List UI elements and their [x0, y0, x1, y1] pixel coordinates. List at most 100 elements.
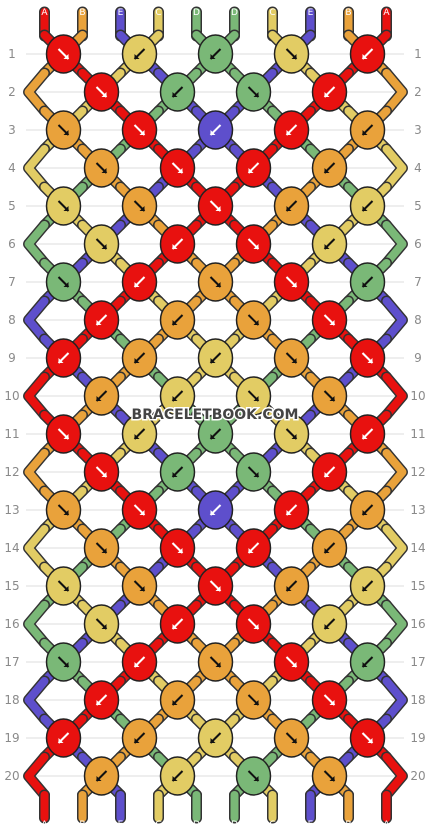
- knot: [349, 110, 386, 150]
- strand-label-bottom: C: [269, 820, 275, 830]
- knot: [349, 642, 386, 682]
- knot: [45, 186, 82, 226]
- row-number-left: 4: [8, 161, 16, 175]
- row-number-left: 18: [4, 693, 19, 707]
- arrowhead-icon: [172, 624, 178, 629]
- arrowhead-icon: [253, 624, 259, 629]
- arrowhead-icon: [177, 168, 183, 173]
- arrowhead-icon: [139, 130, 145, 135]
- arrowhead-icon: [253, 700, 259, 705]
- strand-label-bottom: E: [308, 820, 314, 830]
- arrowhead-icon: [63, 510, 69, 515]
- arrowhead-icon: [253, 92, 259, 97]
- thread-E: [24, 677, 49, 723]
- arrowhead-icon: [172, 472, 178, 477]
- arrowhead-icon: [324, 472, 330, 477]
- arrowhead-icon: [324, 624, 330, 629]
- arrowhead-icon: [63, 206, 69, 211]
- thread-E: [382, 297, 407, 343]
- arrowhead-icon: [367, 738, 373, 743]
- arrowhead-icon: [324, 244, 330, 249]
- row-number-left: 19: [4, 731, 19, 745]
- knot: [83, 376, 120, 416]
- arrowhead-icon: [101, 168, 107, 173]
- knot: [121, 718, 158, 758]
- knot: [45, 262, 82, 302]
- strand-label-top: C: [269, 8, 275, 18]
- arrowhead-icon: [291, 54, 297, 59]
- knot: [235, 300, 272, 340]
- knot: [235, 224, 272, 264]
- knot: [235, 148, 272, 188]
- arrowhead-icon: [210, 434, 216, 439]
- knot: [121, 642, 158, 682]
- arrowhead-icon: [253, 776, 259, 781]
- arrowhead-icon: [134, 282, 140, 287]
- knot: [159, 148, 196, 188]
- arrowhead-icon: [291, 738, 297, 743]
- row-number-left: 16: [4, 617, 19, 631]
- knot: [349, 262, 386, 302]
- knot: [197, 718, 234, 758]
- arrowhead-icon: [210, 738, 216, 743]
- knot: [83, 604, 120, 644]
- arrowhead-icon: [101, 624, 107, 629]
- row-number-right: 8: [414, 313, 422, 327]
- arrowhead-icon: [215, 662, 221, 667]
- row-number-right: 1: [414, 47, 422, 61]
- row-number-right: 7: [414, 275, 422, 289]
- strand-label-top: B: [345, 8, 351, 18]
- arrowhead-icon: [96, 776, 102, 781]
- row-number-right: 12: [410, 465, 425, 479]
- knot: [83, 528, 120, 568]
- strand-label-top: B: [79, 8, 85, 18]
- knot: [235, 72, 272, 112]
- knot: [349, 186, 386, 226]
- arrowhead-icon: [286, 586, 292, 591]
- thread-E: [24, 297, 49, 343]
- knot: [235, 376, 272, 416]
- thread-C: [382, 145, 407, 191]
- arrowhead-icon: [139, 206, 145, 211]
- knot: [273, 718, 310, 758]
- knot: [349, 34, 386, 74]
- knot-layer: [45, 34, 386, 796]
- knot: [311, 224, 348, 264]
- row-number-right: 11: [410, 427, 425, 441]
- row-number-right: 10: [410, 389, 425, 403]
- arrowhead-icon: [58, 738, 64, 743]
- knot: [83, 148, 120, 188]
- knot: [121, 262, 158, 302]
- arrowhead-icon: [101, 472, 107, 477]
- strand-label-bottom: A: [41, 820, 48, 830]
- strand-label-bottom: B: [79, 820, 85, 830]
- knot: [159, 452, 196, 492]
- watermark: BRACELETBOOK.COM: [132, 407, 299, 423]
- row-number-left: 13: [4, 503, 19, 517]
- knot: [83, 756, 120, 796]
- knot: [45, 718, 82, 758]
- arrowhead-icon: [63, 54, 69, 59]
- row-number-right: 9: [414, 351, 422, 365]
- arrowhead-icon: [248, 548, 254, 553]
- knot: [197, 566, 234, 606]
- arrowhead-icon: [362, 54, 368, 59]
- knot: [45, 338, 82, 378]
- knot: [197, 338, 234, 378]
- arrowhead-icon: [210, 54, 216, 59]
- arrowhead-icon: [362, 282, 368, 287]
- arrowhead-icon: [362, 130, 368, 135]
- thread-B: [382, 69, 407, 115]
- knot: [235, 604, 272, 644]
- knot: [273, 262, 310, 302]
- thread-C: [24, 525, 49, 571]
- row-number-right: 16: [410, 617, 425, 631]
- arrowhead-icon: [177, 548, 183, 553]
- thread-B: [24, 449, 49, 495]
- knot: [121, 110, 158, 150]
- thread-A: [382, 373, 407, 419]
- arrowhead-icon: [172, 776, 178, 781]
- arrowhead-icon: [139, 586, 145, 591]
- arrowhead-icon: [134, 358, 140, 363]
